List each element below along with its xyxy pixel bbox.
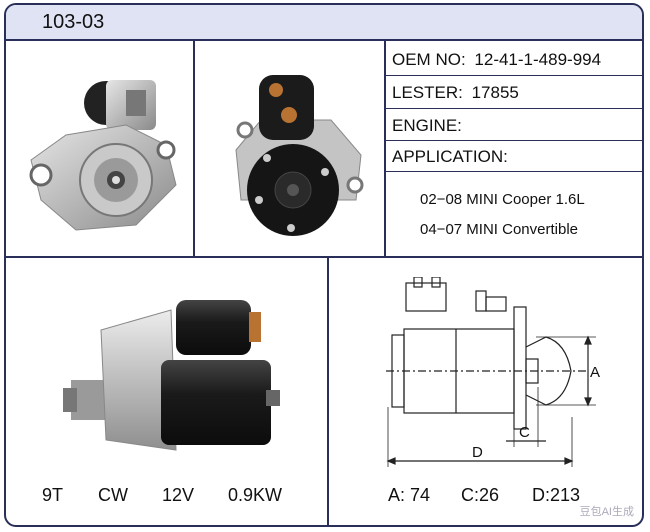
dimension-drawing: A C D (386, 277, 600, 467)
application-line: 04−07 MINI Convertible (420, 221, 578, 238)
spec-rotation: CW (98, 485, 128, 505)
oem-label: OEM NO: (392, 50, 466, 69)
spec-voltage: 12V (162, 485, 195, 505)
dimension-a: A: 74 (388, 485, 431, 505)
engine-label: ENGINE: (392, 116, 462, 135)
divider (6, 256, 642, 258)
dimension-label-d: D (472, 444, 483, 461)
divider (385, 171, 642, 172)
watermark: 豆包AI生成 (579, 506, 634, 518)
divider (385, 75, 642, 76)
dimension-label-a: A (590, 364, 600, 381)
product-card: 103-03 OEM NO: 12-41-1-489-994 LESTER: 1… (4, 3, 644, 527)
starter-side-image (63, 300, 280, 451)
spec-power: 0.9KW (228, 485, 283, 505)
lester-value: 17855 (471, 83, 519, 102)
engine-row: ENGINE: (392, 116, 462, 136)
starter-front-image (29, 80, 177, 231)
part-number-title: 103-03 (42, 11, 105, 33)
lester-row: LESTER: 17855 (392, 83, 519, 103)
divider (385, 108, 642, 109)
lester-label: LESTER: (392, 83, 463, 102)
starter-rear-image (235, 75, 364, 236)
spec-teeth: 9T (42, 485, 64, 505)
application-line: 02−08 MINI Cooper 1.6L (420, 191, 585, 208)
divider (193, 41, 195, 257)
dimension-label-c: C (519, 424, 530, 441)
application-label: APPLICATION: (392, 147, 508, 166)
oem-row: OEM NO: 12-41-1-489-994 (392, 50, 601, 70)
dimension-d: D:213 (532, 485, 581, 505)
divider (384, 41, 386, 257)
dimension-c: C:26 (461, 485, 500, 505)
divider (385, 140, 642, 141)
header-bar: 103-03 (6, 5, 642, 41)
divider (327, 257, 329, 525)
oem-value: 12-41-1-489-994 (474, 50, 602, 69)
